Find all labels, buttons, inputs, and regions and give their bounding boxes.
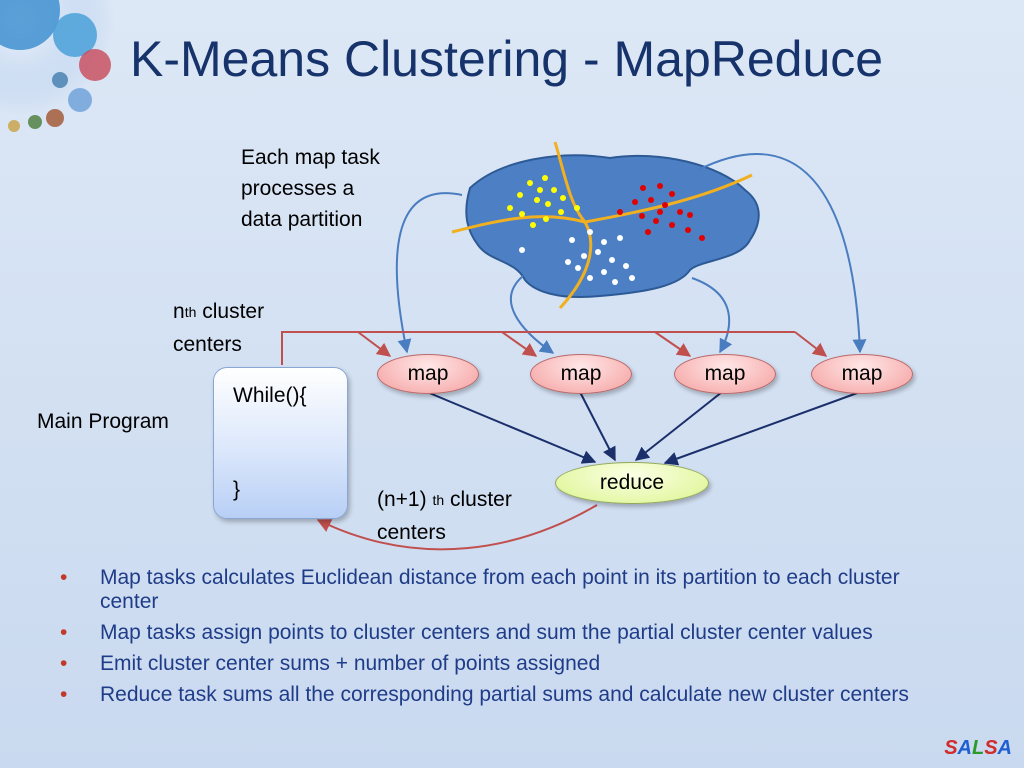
partition-arrow xyxy=(697,153,867,354)
bullet-marker: • xyxy=(60,621,68,644)
cluster-points-red xyxy=(617,183,705,241)
cluster-points-yellow xyxy=(507,175,580,228)
main-program-label: Main Program xyxy=(37,410,169,433)
centers-arrow xyxy=(357,331,392,357)
reduce-node: reduce xyxy=(555,462,709,504)
centers-arrow xyxy=(501,331,538,357)
map-task-note-line: processes a xyxy=(241,177,355,200)
map-node-3: map xyxy=(674,354,776,394)
centers-arrow xyxy=(794,331,828,357)
centers-broadcast-line xyxy=(281,331,795,365)
bullet-item: • Emit cluster center sums + number of po… xyxy=(60,652,960,676)
n1-a: (n+1) xyxy=(377,488,427,511)
n1-line2: centers xyxy=(377,521,446,544)
map-node-4: map xyxy=(811,354,913,394)
cluster-points-white xyxy=(519,229,635,285)
bullet-text: Map tasks calculates Euclidean distance … xyxy=(100,566,900,613)
partition-arrow xyxy=(395,192,463,354)
map-to-reduce-arrow xyxy=(634,391,723,461)
partition-arrow xyxy=(510,275,555,354)
nth-sub: th xyxy=(184,304,197,320)
map-to-reduce-arrow xyxy=(426,391,597,464)
partition-arrow xyxy=(691,277,733,354)
map-node-2: map xyxy=(530,354,632,394)
salsa-logo: SALSA xyxy=(944,737,1012,760)
nth-rest: cluster xyxy=(202,300,265,323)
bullet-item: • Map tasks calculates Euclidean distance… xyxy=(60,566,960,614)
bullet-list: • Map tasks calculates Euclidean distance… xyxy=(60,566,960,714)
main-program-box: While(){ } xyxy=(213,367,348,519)
bullet-text: Emit cluster center sums + number of poi… xyxy=(100,652,601,675)
map-task-note-line: Each map task xyxy=(241,146,380,169)
map-node-1: map xyxy=(377,354,479,394)
map-to-reduce-arrow xyxy=(663,391,861,466)
new-centers-arrow xyxy=(316,504,598,551)
logo-letter: L xyxy=(971,737,985,759)
data-blob xyxy=(465,154,760,299)
while-close: } xyxy=(233,478,241,501)
while-open: While(){ xyxy=(233,384,307,407)
cluster-boundary xyxy=(451,215,586,234)
nth-centers-label: nth cluster centers xyxy=(173,296,264,360)
bullet-item: • Reduce task sums all the corresponding … xyxy=(60,683,960,707)
bullet-marker: • xyxy=(60,683,68,706)
logo-letter: A xyxy=(997,737,1012,759)
bullet-marker: • xyxy=(60,566,68,589)
n1-rest: cluster xyxy=(449,488,512,511)
n1-centers-label: (n+1) th cluster centers xyxy=(377,484,512,548)
logo-letter: A xyxy=(957,737,972,759)
cluster-boundary xyxy=(584,173,753,224)
nth-n: n xyxy=(173,300,185,323)
bullet-text: Map tasks assign points to cluster cente… xyxy=(100,621,873,644)
map-task-note-line: data partition xyxy=(241,208,363,231)
page-title: K-Means Clustering - MapReduce xyxy=(130,31,884,87)
nth-line2: centers xyxy=(173,333,242,356)
bullet-text: Reduce task sums all the corresponding p… xyxy=(100,683,909,706)
logo-letter: S xyxy=(984,737,998,759)
map-to-reduce-arrow xyxy=(579,391,616,462)
map-task-note: Each map task processes a data partition xyxy=(241,142,380,235)
n1-sub: th xyxy=(432,492,445,508)
logo-letter: S xyxy=(944,737,958,759)
bullet-item: • Map tasks assign points to cluster cent… xyxy=(60,621,960,645)
bullet-marker: • xyxy=(60,652,68,675)
corner-decoration xyxy=(0,0,115,132)
centers-arrow xyxy=(654,331,692,357)
